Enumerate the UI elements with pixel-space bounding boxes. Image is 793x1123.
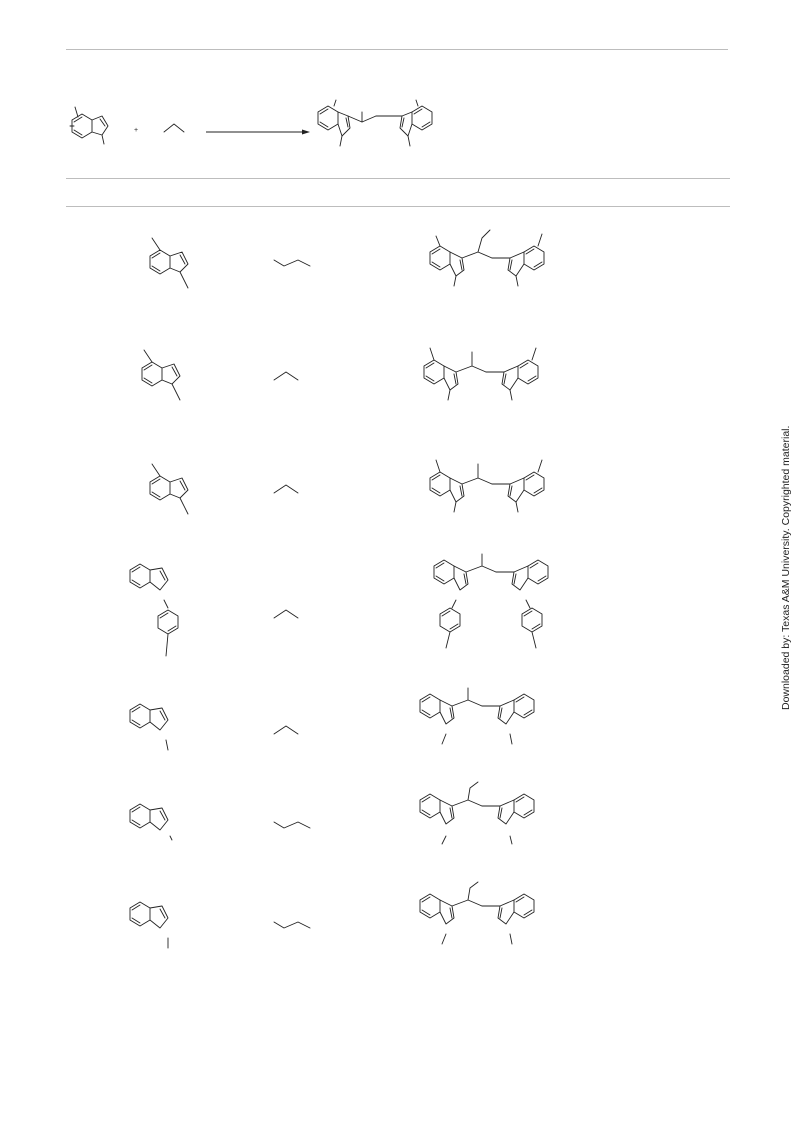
table-header-rule: [66, 206, 730, 207]
scheme-indole-structure: [69, 106, 109, 145]
row7-aldehyde-structure: [273, 921, 311, 929]
row2-aldehyde-structure: [273, 371, 299, 381]
scheme-plus-sign: +: [134, 127, 139, 134]
row5-product-structure: [419, 687, 535, 745]
row3-product-structure: [429, 459, 545, 513]
row1-product-structure: [429, 229, 545, 287]
row5-aldehyde-structure: [273, 725, 299, 735]
row3-aldehyde-structure: [273, 484, 299, 494]
scheme-product-structure: [317, 99, 433, 147]
download-watermark: Downloaded by: Texas A&M University. Cop…: [780, 425, 792, 710]
row7-product-structure: [419, 881, 535, 945]
scheme-aldehyde-structure: [163, 123, 185, 133]
row1-aldehyde-structure: [273, 259, 311, 267]
row2-indole-structure: [141, 349, 181, 401]
top-rule: [66, 49, 728, 50]
row5-indole-structure: [129, 703, 169, 751]
row7-indole-structure: [129, 901, 169, 949]
row4-aldehyde-structure: [273, 609, 299, 619]
scheme-bottom-rule: [66, 178, 730, 179]
row6-product-structure: [419, 781, 535, 845]
row3-indole-structure: [149, 463, 189, 515]
row2-product-structure: [423, 347, 539, 401]
row4-indole-structure: [129, 563, 179, 657]
row4-product-structure: [433, 553, 549, 649]
row1-indole-structure: [149, 237, 189, 289]
reaction-arrow: [206, 129, 310, 135]
row6-aldehyde-structure: [273, 821, 311, 829]
row6-indole-structure: [129, 803, 173, 841]
